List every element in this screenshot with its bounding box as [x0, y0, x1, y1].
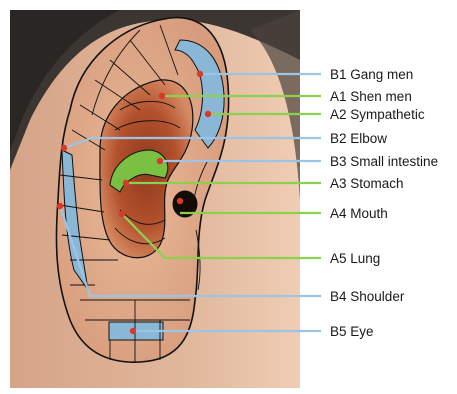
point-a3 — [123, 180, 129, 186]
point-b4 — [57, 203, 63, 209]
label-b1: B1 Gang men — [330, 67, 413, 82]
label-a1: A1 Shen men — [330, 89, 412, 104]
label-a5: A5 Lung — [330, 251, 380, 266]
label-b5: B5 Eye — [330, 324, 374, 339]
point-b1 — [197, 71, 203, 77]
label-a4: A4 Mouth — [330, 206, 388, 221]
point-b5 — [130, 328, 136, 334]
label-list: B1 Gang men A1 Shen men A2 Sympathetic B… — [330, 67, 438, 339]
label-a2: A2 Sympathetic — [330, 107, 425, 122]
point-b2 — [61, 145, 67, 151]
point-a4 — [177, 198, 183, 204]
point-a1 — [159, 93, 165, 99]
label-b2: B2 Elbow — [330, 131, 387, 146]
label-b4: B4 Shoulder — [330, 289, 405, 304]
label-b3: B3 Small intestine — [330, 154, 438, 169]
label-a3: A3 Stomach — [330, 176, 404, 191]
point-a2 — [205, 111, 211, 117]
point-b3 — [157, 158, 163, 164]
point-a5 — [119, 211, 125, 217]
